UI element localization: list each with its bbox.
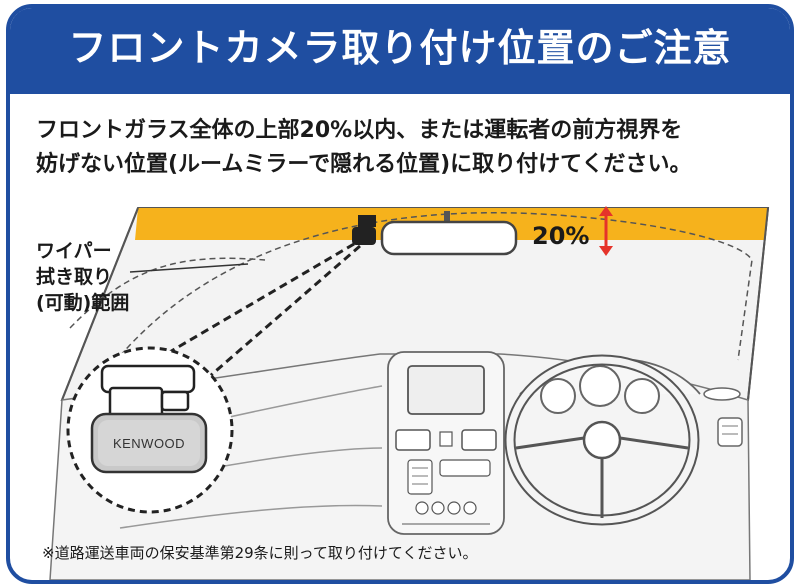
description-line: 妨げない位置(ルームミラーで隠れる位置)に取り付けてください。 [36,152,692,177]
wiper-label-line: ワイパー [36,240,112,262]
steering-wheel [504,354,701,526]
title-bar: フロントカメラ取り付け位置のご注意 [10,8,790,94]
height-arrow [599,206,613,256]
air-vent [461,429,497,451]
camera-zoom-circle: KENWOOD [66,346,234,514]
wiper-range-arc [119,211,753,361]
description-line: フロントガラス全体の上部20%以内、または運転者の前方視界を [36,118,683,143]
side-vent [703,387,743,447]
windshield-illustration: KENWOOD 20% [49,206,770,580]
air-vent [395,429,431,451]
rearview-mirror [380,211,518,256]
wiper-label-line: (可動)範囲 [36,292,130,314]
page-title: フロントカメラ取り付け位置のご注意 [68,26,732,70]
display-screen [407,365,485,415]
center-console [387,351,505,535]
description: フロントガラス全体の上部20%以内、または運転者の前方視界を 妨げない位置(ルー… [36,114,786,182]
zone-percent-label: 20% [532,222,589,250]
zoom-connector [167,242,361,378]
mounted-camera [352,215,376,245]
wiper-label-leader [129,263,249,273]
camera-brand-label: KENWOOD [113,436,185,451]
wiper-label-line: 拭き取り [36,266,113,288]
wiper-area-label: ワイパー 拭き取り (可動)範囲 [36,238,129,316]
notice-card: フロントカメラ取り付け位置のご注意 フロントガラス全体の上部20%以内、または運… [6,4,794,584]
footnote: ※道路運送車両の保安基準第29条に則って取り付けてください。 [42,544,478,562]
keypad [407,459,433,495]
